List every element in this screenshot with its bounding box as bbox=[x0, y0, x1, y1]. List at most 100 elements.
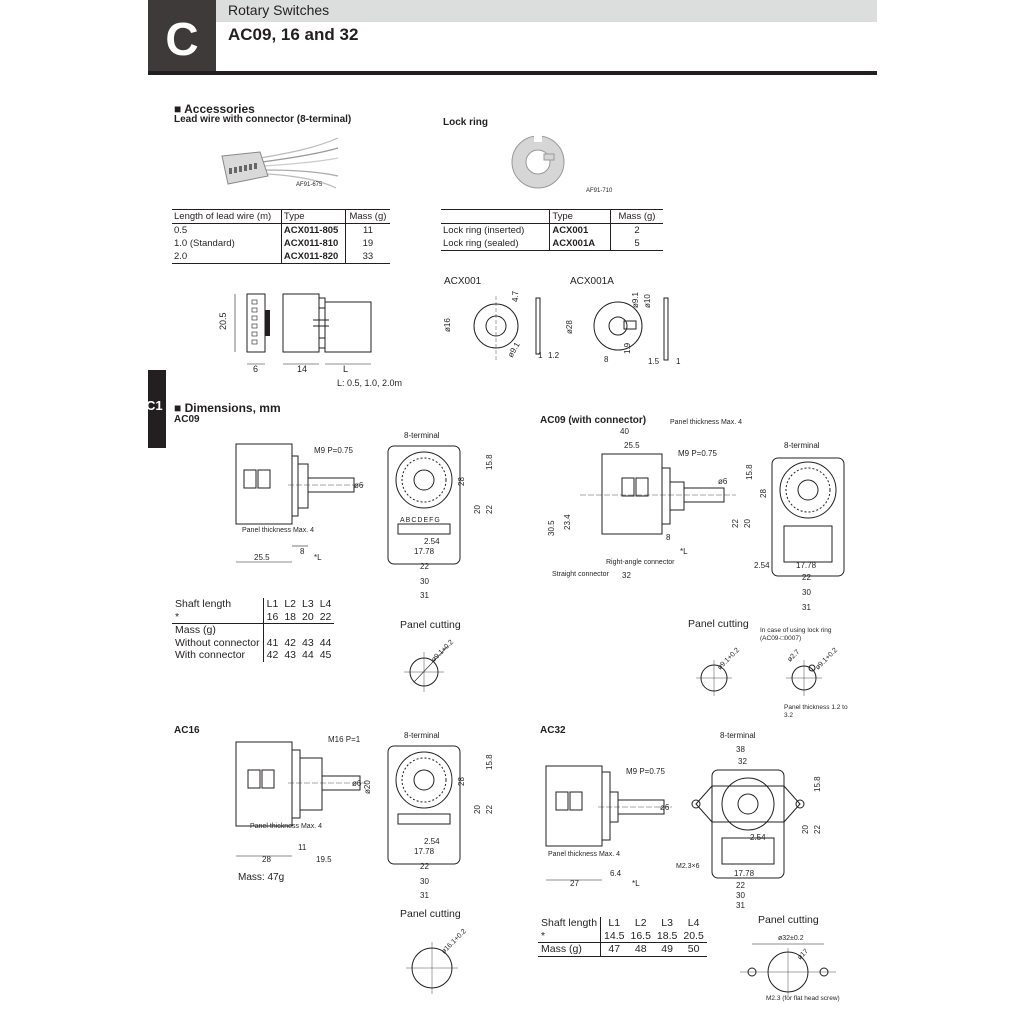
dim-label: 31 bbox=[736, 901, 745, 910]
dim-label: 30.5 bbox=[547, 520, 556, 536]
lock-ring-panel-note: Panel thickness 1.2 to 3.2 bbox=[784, 704, 848, 719]
table-cell: 45 bbox=[319, 649, 332, 661]
dim-label: ø32±0.2 bbox=[778, 935, 804, 942]
table-row: * 14.5 16.5 18.5 20.5 bbox=[538, 929, 707, 943]
dim-label: 15.8 bbox=[485, 454, 494, 470]
dim-label: 2.54 bbox=[750, 833, 766, 842]
ac32-front-view: 8-terminal 38 32 15.8 20 22 M2.3×6 2.54 … bbox=[676, 731, 822, 910]
lock-ring-photo: AF91-710 bbox=[511, 134, 613, 194]
ac09-front-view: 8-terminal ABCDEFG 28 15.8 20 22 2.54 17… bbox=[387, 431, 494, 600]
table-header-cell: Length of lead wire (m) bbox=[172, 209, 282, 224]
dim-label: *L bbox=[632, 879, 640, 888]
dim-label: 25.5 bbox=[624, 441, 640, 450]
right-angle-connector-label: Right-angle connector bbox=[606, 559, 675, 566]
dim-label: 28 bbox=[457, 477, 466, 486]
lead-wire-photo: AF91-675 bbox=[221, 137, 339, 189]
shaft-length-label: Shaft length bbox=[175, 598, 232, 610]
dim-label: ø20 bbox=[363, 780, 372, 794]
dim-label: 30 bbox=[802, 588, 811, 597]
panel-note: Panel thickness Max. 4 bbox=[250, 823, 322, 830]
lead-length-note: L: 0.5, 1.0, 2.0m bbox=[337, 378, 402, 388]
table-header-cell: Mass (g) bbox=[344, 209, 390, 224]
table-cell: 44 bbox=[302, 649, 314, 661]
dim-label: 30 bbox=[420, 577, 429, 586]
section-letter: C bbox=[148, 0, 216, 74]
dim-label: 2.54 bbox=[424, 537, 440, 546]
dim-label: 1.2 bbox=[548, 351, 560, 360]
table-cell: 20.5 bbox=[680, 929, 707, 943]
dim-label: 19.5 bbox=[316, 855, 332, 864]
dim-label: 27 bbox=[570, 879, 579, 888]
dim-label: 20 bbox=[801, 825, 810, 834]
table-row: Mass (g) bbox=[172, 623, 334, 637]
dim-label: 17.78 bbox=[734, 869, 755, 878]
table-header-cell bbox=[441, 209, 550, 224]
table-cell: 2.0 bbox=[172, 250, 282, 264]
dim-label: ø2.7 bbox=[786, 648, 801, 663]
mass-label: Mass (g) bbox=[538, 942, 601, 957]
dim-label: 8 bbox=[666, 533, 671, 542]
star-label: * bbox=[538, 929, 601, 943]
lead-wire-table: Length of lead wire (m) Type Mass (g) 0.… bbox=[172, 209, 390, 264]
table-cell: 50 bbox=[680, 942, 707, 957]
dim-label: 8 bbox=[300, 547, 305, 556]
terminal-label: 8-terminal bbox=[720, 731, 756, 740]
table-cell: ACX001 bbox=[549, 223, 611, 237]
dim-label: 23.4 bbox=[563, 514, 572, 530]
ac09c-panel-cutting-label: Panel cutting bbox=[688, 618, 749, 630]
dim-label: 1 bbox=[538, 351, 543, 360]
table-header-cell: L4 bbox=[687, 917, 700, 929]
lock-ring-table: Type Mass (g) Lock ring (inserted) ACX00… bbox=[441, 209, 663, 251]
page-title: AC09, 16 and 32 bbox=[228, 25, 359, 44]
lock-ring-note: In case of using lock ring (AC09-□0007) bbox=[760, 627, 832, 642]
table-header-cell: L4 bbox=[319, 598, 332, 610]
ac09-side-view: M9 P=0.75 ø6 Panel thickness Max. 4 8 25… bbox=[235, 443, 364, 563]
table-cell: 44 bbox=[319, 636, 332, 649]
ac09-panel-cutting-label: Panel cutting bbox=[400, 619, 461, 631]
table-cell: Lock ring (inserted) bbox=[443, 225, 525, 236]
dim-label: 20 bbox=[743, 519, 752, 528]
dim-label: 22 bbox=[736, 881, 745, 890]
table-cell: 19 bbox=[344, 237, 390, 250]
dim-label: 4.7 bbox=[511, 290, 520, 302]
table-cell: 20 bbox=[299, 610, 317, 624]
thread-label: M16 P=1 bbox=[328, 735, 361, 744]
dim-label: 22 bbox=[731, 519, 740, 528]
table-cell: With connector bbox=[175, 649, 246, 661]
dim-label: ø9.1+0.2 bbox=[430, 639, 455, 664]
table-cell: 0.5 bbox=[174, 225, 188, 236]
table-header-cell: Mass (g) bbox=[609, 209, 663, 224]
table-cell: 18.5 bbox=[653, 929, 681, 943]
ac16-side-view: M16 P=1 ø6 ø20 Panel thickness Max. 4 11… bbox=[235, 735, 372, 864]
dim-label: 1.5 bbox=[648, 357, 660, 366]
mass-label: Mass (g) bbox=[175, 624, 216, 636]
table-row: Shaft length L1 L2 L3 L4 bbox=[538, 917, 707, 930]
lock-ring-a-label: ACX001 bbox=[444, 276, 482, 287]
ac32-panel-cutting-label: Panel cutting bbox=[758, 914, 819, 926]
table-cell: 14.5 bbox=[600, 929, 628, 943]
lock-ring-photo-code: AF91-710 bbox=[586, 188, 613, 194]
table-cell: 1.0 (Standard) bbox=[174, 238, 235, 249]
table-row: With connector 42 43 44 45 bbox=[172, 649, 334, 662]
terminal-label: 8-terminal bbox=[404, 431, 440, 440]
thread-label: M9 P=0.75 bbox=[678, 449, 717, 458]
dim-label: 32 bbox=[738, 757, 747, 766]
thread-label: M9 P=0.75 bbox=[626, 767, 665, 776]
dim-label: 20 bbox=[473, 805, 482, 814]
terminal-label: 8-terminal bbox=[404, 731, 440, 740]
dim-label: ø10 bbox=[643, 294, 652, 308]
table-cell: 48 bbox=[627, 942, 654, 957]
table-cell: ACX011-820 bbox=[280, 250, 346, 264]
pin-letters: ABCDEFG bbox=[400, 517, 441, 524]
ac32-side-view: M9 P=0.75 ø6 Panel thickness Max. 4 6.4 … bbox=[545, 765, 672, 888]
table-row: 0.5 ACX011-805 11 bbox=[172, 223, 390, 237]
table-cell: Lock ring (sealed) bbox=[441, 237, 550, 251]
table-row: Mass (g) 47 48 49 50 bbox=[538, 942, 707, 957]
straight-connector-label: Straight connector bbox=[552, 571, 609, 578]
dim-label: 30 bbox=[736, 891, 745, 900]
table-cell: 16 bbox=[262, 610, 282, 624]
ac32-title: AC32 bbox=[540, 725, 566, 736]
table-cell: 49 bbox=[653, 942, 681, 957]
dim-label: 17.78 bbox=[414, 547, 435, 556]
side-tab: C1 bbox=[148, 370, 166, 448]
